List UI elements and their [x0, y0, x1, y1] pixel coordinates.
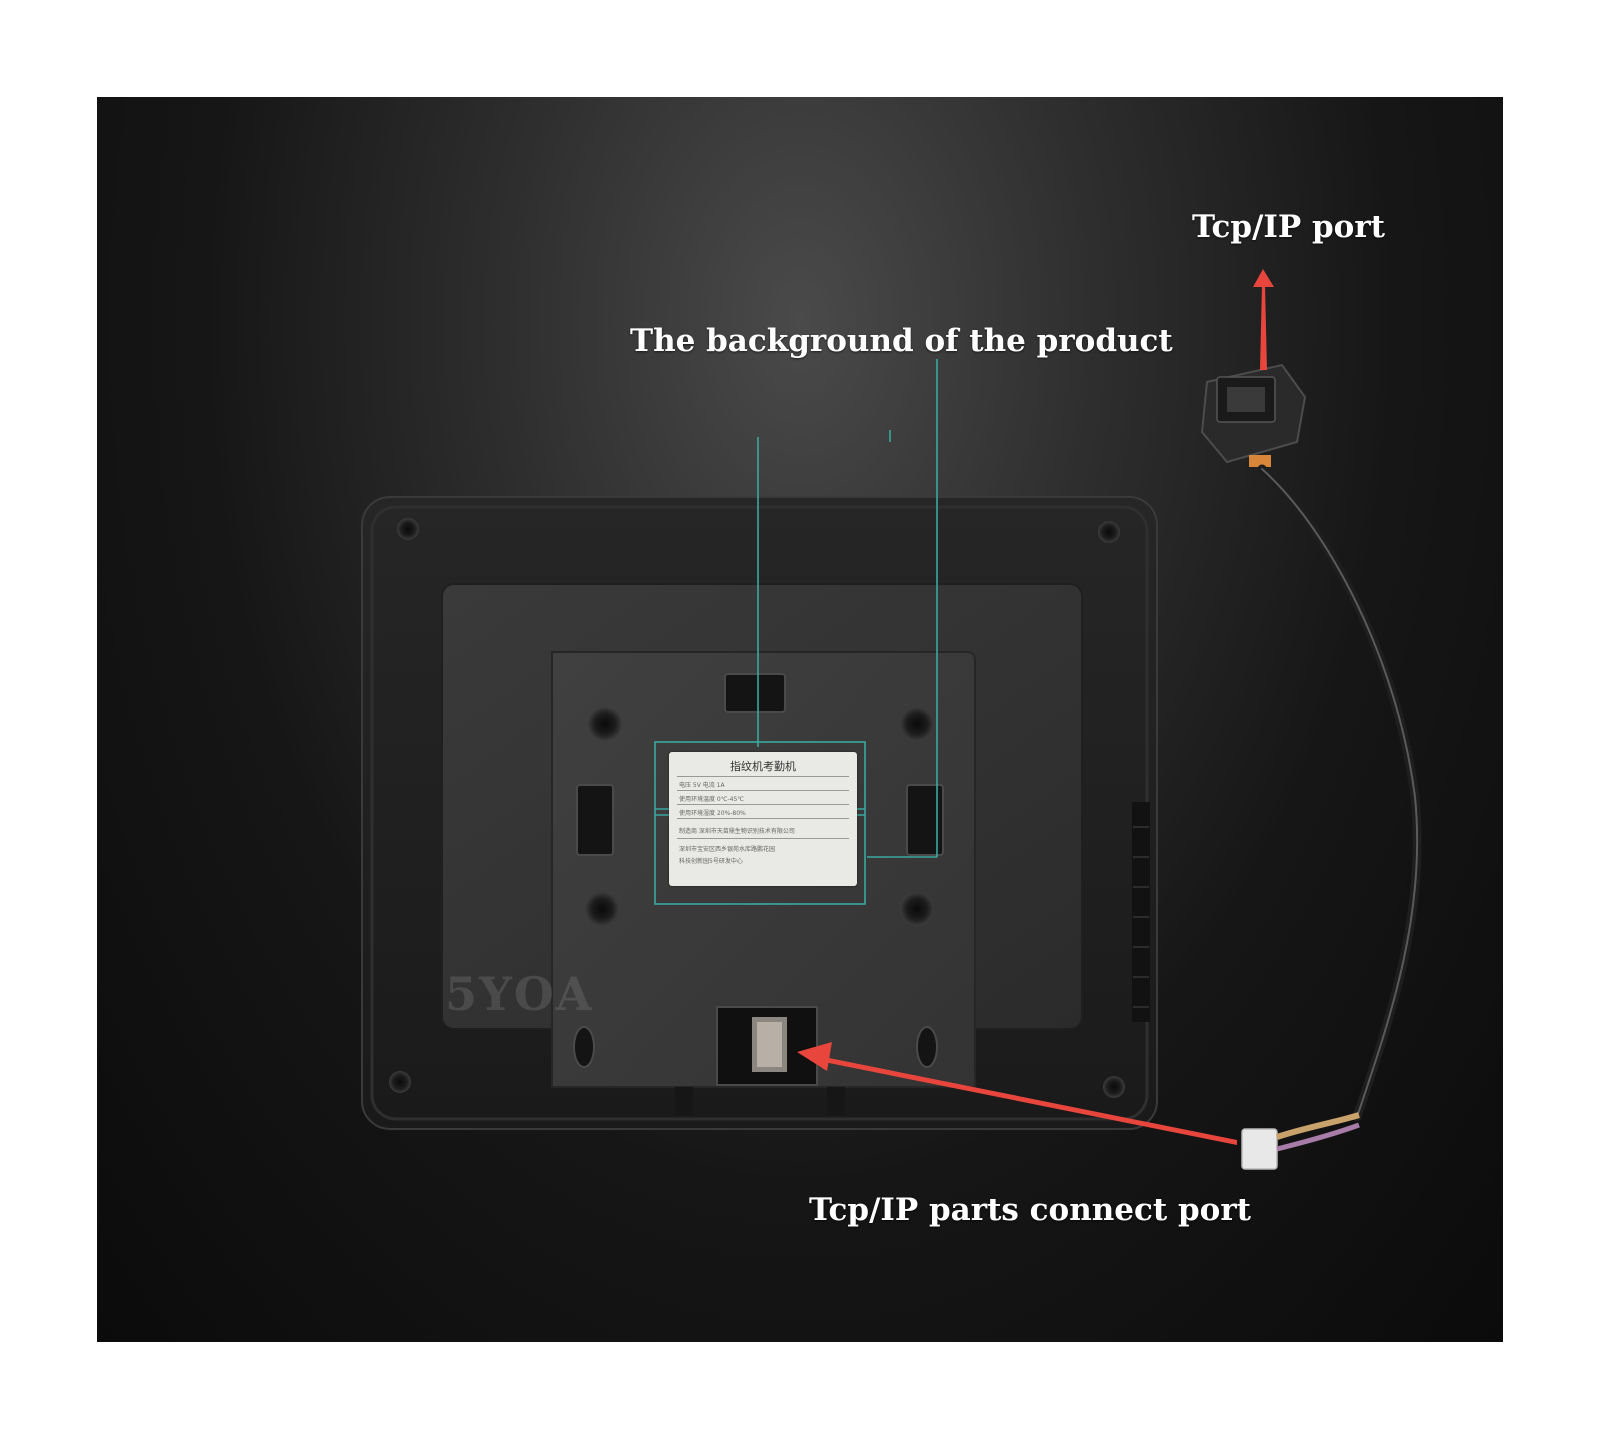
cable [1257, 464, 1422, 1122]
spec-row-address-1: 深圳市宝安区西乡银苑水库路鹏花园 [679, 846, 776, 853]
spec-row-power: 电压 5V 电流 1A [679, 782, 725, 789]
plate-screw-holes [585, 707, 934, 926]
spec-label-title: 指纹机考勤机 [730, 760, 796, 773]
spec-row-manufacturer: 制造商 深圳市天苗鼎生物识别技术有限公司 [679, 828, 795, 835]
plate-slots [573, 673, 944, 1068]
device-spec-label: 指纹机考勤机 电压 5V 电流 1A 使用环境温度 0℃-45℃ 使用环境湿度 … [669, 752, 857, 886]
spec-row-humidity: 使用环境湿度 20%-80% [679, 810, 746, 817]
callout-connect-port: Tcp/IP parts connect port [809, 1192, 1251, 1228]
spec-row-temperature: 使用环境温度 0℃-45℃ [679, 796, 745, 803]
spec-row-address-2: 科技创新园5号研发中心 [679, 858, 743, 865]
connect-port-opening [716, 1006, 818, 1086]
callout-tcp-ip-port: Tcp/IP port [1192, 209, 1385, 245]
watermark-logo: 5YOA [445, 967, 594, 1021]
device-illustration [361, 269, 1422, 1170]
callout-product-background: The background of the product [630, 323, 1173, 359]
corner-screws [389, 518, 1125, 1098]
product-photo: 5YOA 指纹机考勤机 电压 5V 电流 1A 使用环境温度 0℃-45℃ 使用… [97, 97, 1503, 1342]
arrow-to-tcp-port [1253, 269, 1274, 370]
cable-end-connector [1241, 1112, 1360, 1170]
arrow-to-connect-port [797, 1042, 1237, 1145]
network-module [1200, 363, 1307, 467]
cable-highlight [1261, 468, 1419, 1118]
